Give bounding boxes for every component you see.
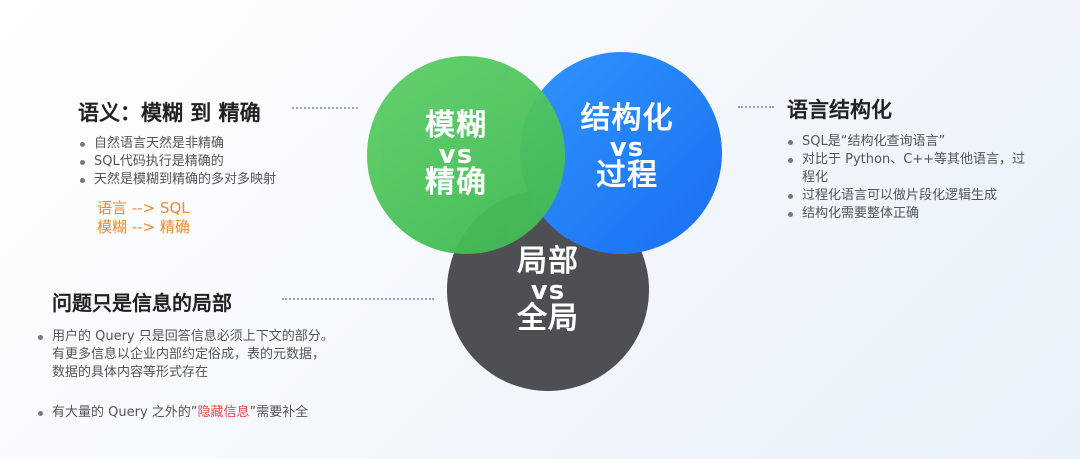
hidden-info-bullets: 有大量的 Query 之外的”隐藏信息”需要补全 — [36, 404, 336, 422]
list-item: 用户的 Query 只是回答信息必须上下文的部分。有更多信息以企业内部约定俗成，… — [36, 328, 336, 382]
hidden-info-post: ”需要补全 — [249, 405, 309, 420]
list-item: 对比于 Python、C++等其他语言，过程化 — [786, 151, 1036, 187]
structured-heading: 语言结构化 — [787, 98, 892, 122]
list-item: SQL是“结构化查询语言” — [786, 133, 1036, 151]
circle-left-bottom: 精确 — [425, 165, 487, 201]
circle-left-top: 模糊 — [425, 108, 487, 144]
structured-bullets: SQL是“结构化查询语言” 对比于 Python、C++等其他语言，过程化 过程… — [786, 133, 1036, 223]
circle-bottom-bottom: 全局 — [517, 301, 579, 337]
circle-left-vs: vs — [438, 139, 474, 170]
mapping-language-sql: 语言 --> SQL — [97, 199, 190, 217]
circle-right-label: 结构化 vs 过程 — [569, 104, 674, 192]
circle-bottom-label: 局部 vs 全局 — [517, 245, 579, 335]
partial-info-heading: 问题只是信息的局部 — [52, 291, 232, 315]
list-item: SQL代码执行是精确的 — [78, 153, 378, 171]
list-item: 天然是模糊到精确的多对多映射 — [78, 171, 378, 189]
circle-right-vs: vs — [609, 132, 645, 163]
hidden-info-pre: 有大量的 Query 之外的” — [52, 405, 198, 420]
circle-fuzzy-vs-precise: 模糊 vs 精确 — [367, 56, 565, 254]
list-item: 自然语言天然是非精确 — [78, 135, 378, 153]
partial-info-connector — [282, 298, 434, 300]
list-item: 有大量的 Query 之外的”隐藏信息”需要补全 — [36, 404, 336, 422]
list-item: 结构化需要整体正确 — [786, 205, 1036, 223]
semantic-connector — [292, 107, 358, 109]
circle-bottom-top: 局部 — [517, 244, 579, 280]
circle-right-top: 结构化 — [580, 101, 674, 137]
list-item: 过程化语言可以做片段化逻辑生成 — [786, 187, 1036, 205]
semantic-heading: 语义：模糊 到 精确 — [78, 101, 261, 125]
hidden-info-highlight: 隐藏信息 — [197, 405, 250, 420]
semantic-bullets: 自然语言天然是非精确 SQL代码执行是精确的 天然是模糊到精确的多对多映射 — [78, 135, 378, 189]
circle-left-label: 模糊 vs 精确 — [425, 111, 507, 199]
circle-bottom-vs: vs — [530, 275, 566, 306]
mapping-fuzzy-precise: 模糊 --> 精确 — [97, 218, 190, 236]
structured-connector — [738, 106, 774, 108]
partial-info-bullets: 用户的 Query 只是回答信息必须上下文的部分。有更多信息以企业内部约定俗成，… — [36, 328, 336, 382]
circle-right-bottom: 过程 — [596, 158, 658, 194]
